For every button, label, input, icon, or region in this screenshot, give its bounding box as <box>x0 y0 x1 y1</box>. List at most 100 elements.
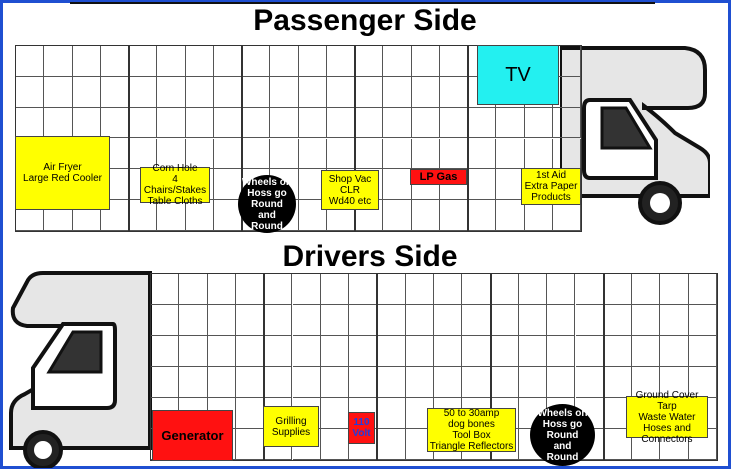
grid-cell <box>603 429 633 460</box>
top-rule <box>70 2 655 4</box>
grid-cell <box>207 274 236 305</box>
grid-cell <box>439 76 468 108</box>
grid-cell <box>411 76 440 108</box>
grid-cell <box>632 305 661 336</box>
grid-cell <box>434 305 463 336</box>
grid-cell <box>151 336 180 367</box>
grid-cell <box>462 274 491 305</box>
first-aid-box: 1st Aid Extra Paper Products <box>521 168 581 205</box>
grid-cell <box>688 274 717 305</box>
grid-cell <box>270 46 299 77</box>
grid-cell <box>320 305 350 336</box>
grid-cell <box>355 200 384 231</box>
grid-cell <box>355 46 384 77</box>
grid-cell <box>213 107 242 139</box>
grid-cell <box>129 107 158 139</box>
grid-cell <box>547 274 576 305</box>
bay-divider <box>489 274 492 460</box>
grid-cell <box>264 367 293 398</box>
grid-cell <box>44 76 73 108</box>
grid-cell <box>411 138 440 170</box>
grid-cell <box>72 200 101 231</box>
grid-cell <box>179 274 208 305</box>
bay-divider <box>354 46 356 231</box>
grid-cell <box>320 336 350 367</box>
grid-cell <box>496 200 525 231</box>
grid-cell <box>298 46 327 77</box>
grid-cell <box>383 46 412 77</box>
grid-cell <box>129 46 158 77</box>
grid-cell <box>100 107 129 139</box>
grid-cell <box>242 46 271 77</box>
grid-cell <box>320 398 350 429</box>
grid-cell <box>547 367 576 398</box>
grid-cell <box>179 367 208 398</box>
grid-cell <box>16 200 45 231</box>
grid-cell <box>235 398 265 429</box>
grid-cell <box>270 76 299 108</box>
grid-cell <box>292 305 321 336</box>
grid-cell <box>298 107 327 139</box>
wheels-note-drivers: Wheels on Hoss go Round and Round <box>530 404 595 466</box>
grid-cell <box>235 305 265 336</box>
grid-cell <box>468 138 497 170</box>
grid-cell <box>100 76 129 108</box>
grid-cell <box>185 200 214 231</box>
grid-cell <box>157 76 186 108</box>
grid-cell <box>151 274 180 305</box>
bay-divider <box>241 46 243 231</box>
grid-cell <box>157 107 186 139</box>
grid-cell <box>213 46 242 77</box>
grid-cell <box>72 76 101 108</box>
grid-cell <box>264 274 293 305</box>
grid-cell <box>235 429 265 460</box>
grid-cell <box>326 138 355 170</box>
grid-cell <box>383 169 412 201</box>
grid-cell <box>72 46 101 77</box>
grid-cell <box>355 107 384 139</box>
bay-divider <box>467 46 469 231</box>
grid-cell <box>688 429 717 460</box>
passenger-side-title: Passenger Side <box>253 4 477 37</box>
grid-cell <box>688 336 717 367</box>
grid-cell <box>185 107 214 139</box>
grid-cell <box>660 305 689 336</box>
grid-cell <box>524 107 553 139</box>
grid-cell <box>207 367 236 398</box>
bay-divider <box>376 274 379 460</box>
grid-cell <box>552 76 581 108</box>
grid-cell <box>355 76 384 108</box>
grid-cell <box>490 429 519 460</box>
grid-cell <box>16 76 45 108</box>
grid-cell <box>518 305 548 336</box>
grid-cell <box>292 367 321 398</box>
grid-cell <box>468 169 497 201</box>
grid-cell <box>405 367 434 398</box>
grid-cell <box>468 200 497 231</box>
grid-cell <box>157 200 186 231</box>
grid-cell <box>292 274 321 305</box>
grid-cell <box>235 274 265 305</box>
grid-cell <box>434 367 463 398</box>
grilling-box: Grilling Supplies <box>263 406 319 447</box>
lp-gas-box: LP Gas <box>410 169 467 185</box>
grid-cell <box>292 336 321 367</box>
bay-divider <box>602 274 605 460</box>
grid-cell <box>575 367 604 398</box>
rv-cab-right-icon <box>560 46 710 225</box>
grid-cell <box>242 107 271 139</box>
grid-cell <box>326 107 355 139</box>
grid-cell <box>298 76 327 108</box>
air-fryer-box: Air Fryer Large Red Cooler <box>15 136 110 210</box>
grid-cell <box>298 138 327 170</box>
bay-divider <box>263 274 266 460</box>
grid-cell <box>496 107 525 139</box>
grid-cell <box>377 336 406 367</box>
grid-cell <box>383 107 412 139</box>
grid-cell <box>185 76 214 108</box>
grid-cell <box>575 274 604 305</box>
grid-cell <box>490 367 519 398</box>
wheels-note-passenger: Wheels on Hoss go Round and Round <box>238 175 296 233</box>
